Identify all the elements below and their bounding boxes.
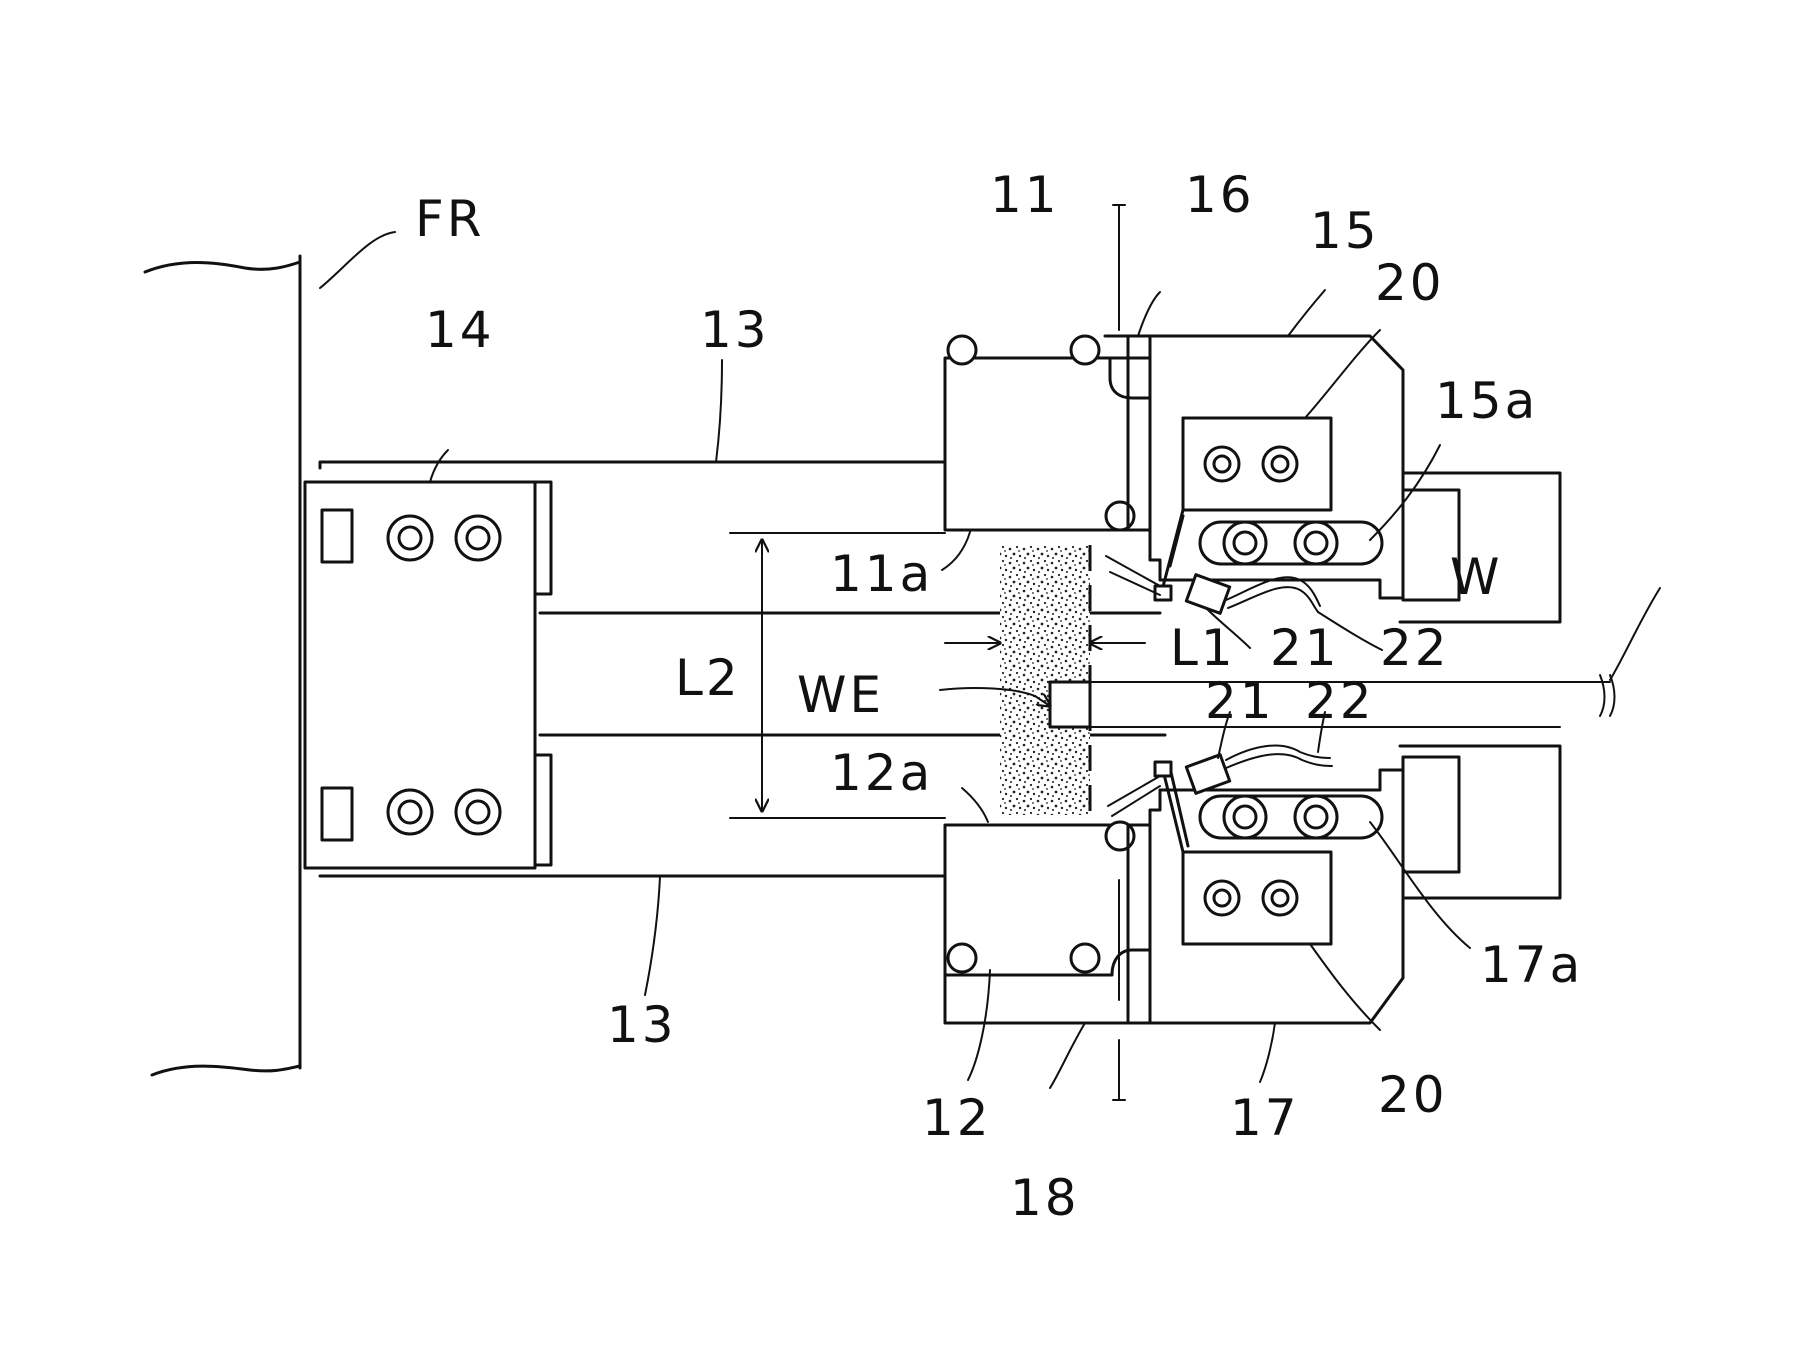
label-17a: 17a: [1480, 936, 1583, 994]
leader-17: [1260, 1023, 1275, 1082]
label-13-top: 13: [700, 301, 770, 359]
bolt-14-top-right: [456, 516, 500, 560]
label-fr: FR: [415, 190, 485, 248]
label-21-top: 21: [1270, 619, 1340, 677]
label-12a: 12a: [830, 744, 933, 802]
lead-22-bottom: [1226, 746, 1330, 760]
bolt-14-bottom-right: [456, 790, 500, 834]
roller-17a-left: [1224, 796, 1266, 838]
label-12: 12: [922, 1089, 992, 1147]
label-w: W: [1450, 548, 1502, 606]
leader-11a: [942, 532, 970, 570]
roller-15a-left: [1224, 522, 1266, 564]
bolt-14-top-left: [388, 516, 432, 560]
label-11a: 11a: [830, 545, 933, 603]
electrode-block-11: [942, 336, 1150, 570]
label-22-bottom: 22: [1305, 672, 1375, 730]
label-21-bottom: 21: [1205, 672, 1275, 730]
label-11: 11: [990, 166, 1060, 224]
base-block-14: [305, 450, 551, 868]
label-l2: L2: [675, 649, 741, 707]
label-14: 14: [425, 301, 495, 359]
leader-15: [1288, 290, 1325, 336]
label-20-top: 20: [1375, 254, 1445, 312]
label-20-bottom: 20: [1378, 1066, 1448, 1124]
leader-16: [1138, 292, 1160, 336]
weld-zone: [940, 545, 1660, 815]
leader-w: [1610, 588, 1660, 680]
roller-17a-right: [1295, 796, 1337, 838]
label-15a: 15a: [1435, 372, 1538, 430]
label-16: 16: [1185, 166, 1255, 224]
label-13-bottom: 13: [607, 996, 677, 1054]
label-22-top: 22: [1380, 619, 1450, 677]
label-15: 15: [1310, 202, 1380, 260]
bolt-20-bottom-left: [1205, 881, 1239, 915]
leader-18: [1050, 1023, 1085, 1088]
bolt-20-bottom-right: [1263, 881, 1297, 915]
labels: FR 14 13 11 16 15 20 15a 11a W L1 21 22 …: [415, 166, 1583, 1227]
bolt-20-top-right: [1263, 447, 1297, 481]
leader-12a: [962, 788, 988, 822]
label-l1: L1: [1170, 619, 1236, 677]
label-we: WE: [797, 666, 884, 724]
bolt-14-bottom-left: [388, 790, 432, 834]
bolt-20-top-left: [1205, 447, 1239, 481]
label-18: 18: [1010, 1169, 1080, 1227]
roller-15a-right: [1295, 522, 1337, 564]
leader-14: [430, 450, 448, 482]
lead-22-top: [1226, 577, 1320, 606]
leader-fr: [320, 232, 395, 288]
label-17: 17: [1230, 1089, 1300, 1147]
